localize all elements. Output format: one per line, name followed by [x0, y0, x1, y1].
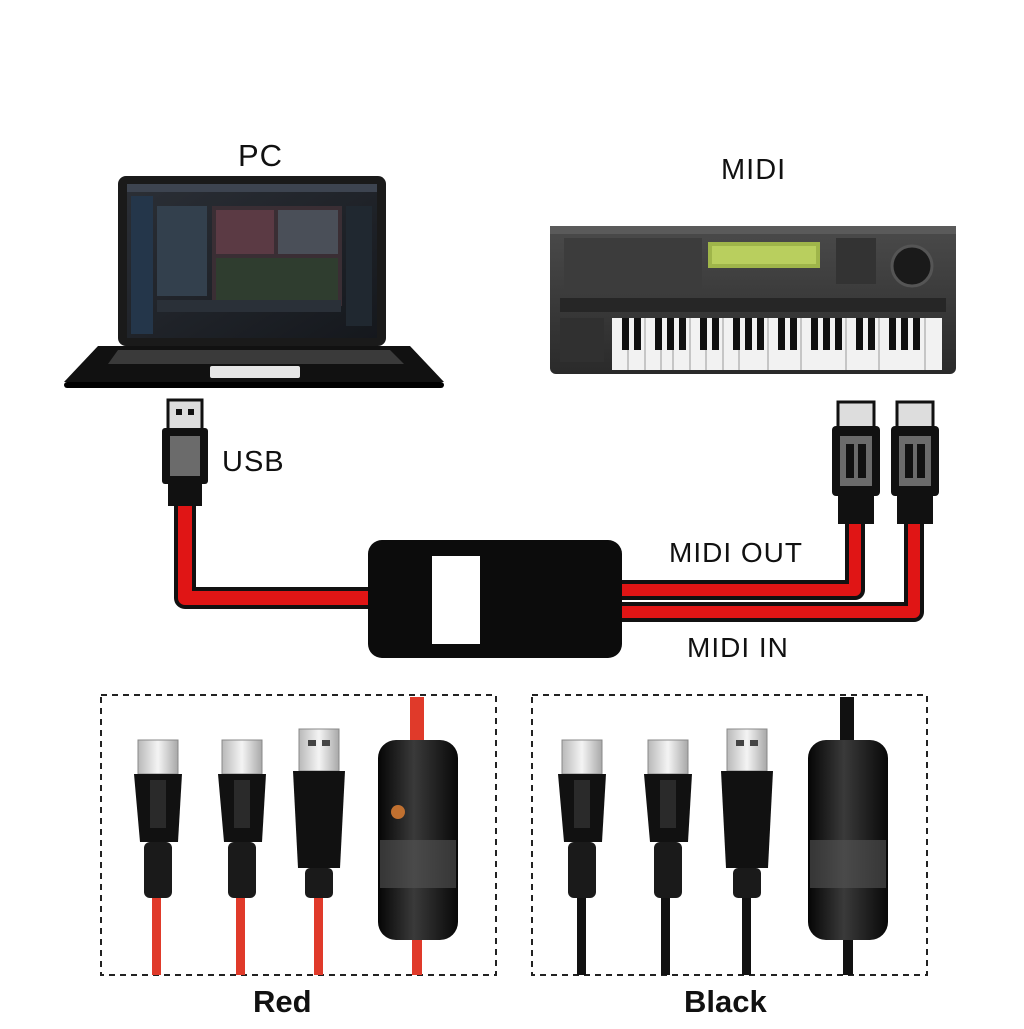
black-midi-plug-2	[644, 739, 692, 898]
black-variant-label: Black	[684, 984, 767, 1019]
laptop-icon	[64, 176, 444, 388]
red-variant-label: Red	[253, 984, 312, 1019]
white-key-lines	[627, 318, 926, 370]
red-midi-plug-1	[134, 739, 182, 898]
midi-usb-interface-icon	[368, 540, 622, 658]
black-midi-plug-1	[558, 739, 606, 898]
pc-label: PC	[238, 138, 284, 173]
red-variant-cables	[152, 697, 424, 975]
black-variant-cables	[577, 697, 854, 975]
black-usb-plug	[721, 728, 773, 898]
midi-keyboard-icon	[550, 226, 956, 374]
midi-label: MIDI	[721, 154, 787, 186]
black-interface-cylinder	[808, 740, 888, 940]
midi-din-plug-out-icon	[832, 400, 880, 524]
red-usb-plug	[293, 728, 345, 898]
black-variant-frame	[531, 694, 928, 976]
red-variant-frame	[100, 694, 497, 976]
red-midi-plug-2	[218, 739, 266, 898]
midi-out-label: MIDI OUT	[669, 537, 803, 568]
midi-din-plug-in-icon	[891, 400, 939, 524]
black-keys	[622, 318, 920, 350]
cable-midi-in	[618, 524, 924, 622]
usb-plug-icon	[162, 398, 208, 506]
usb-label: USB	[222, 446, 285, 478]
midi-in-label: MIDI IN	[687, 632, 789, 663]
red-interface-cylinder	[378, 740, 458, 940]
cable-usb-to-interface	[174, 504, 372, 609]
cable-midi-out	[618, 524, 865, 600]
